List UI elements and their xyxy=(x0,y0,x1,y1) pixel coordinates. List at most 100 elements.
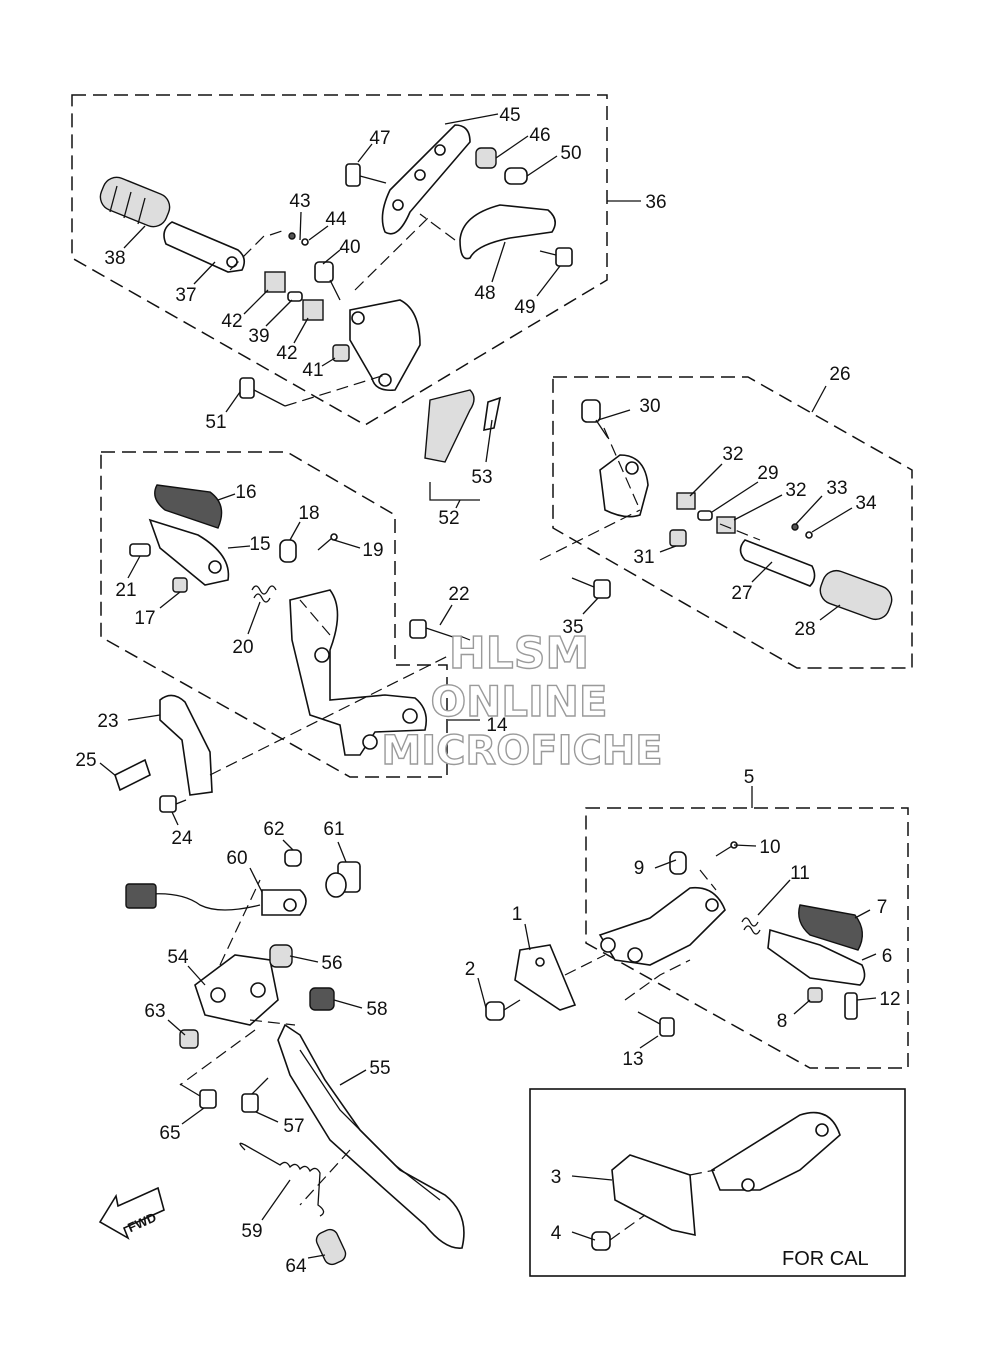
callout-8: 8 xyxy=(777,1011,788,1032)
callout-42: 42 xyxy=(276,343,297,364)
part-5-bracket xyxy=(598,886,726,966)
callout-44: 44 xyxy=(325,209,347,230)
part-32-plate xyxy=(676,492,736,534)
part-13-bolt xyxy=(637,1011,675,1037)
part-61-cover xyxy=(325,861,361,898)
callout-15: 15 xyxy=(249,534,270,555)
callout-28: 28 xyxy=(794,619,815,640)
holder-bracket xyxy=(349,299,421,392)
callout-20: 20 xyxy=(232,637,253,658)
part-11-spring xyxy=(741,917,761,935)
callout-6: 6 xyxy=(882,946,893,967)
callout-27: 27 xyxy=(731,583,752,604)
part-17-nut xyxy=(172,577,188,593)
callout-34: 34 xyxy=(855,493,877,514)
callout-36: 36 xyxy=(645,192,666,213)
part-57-bolt xyxy=(241,1077,269,1113)
callout-9: 9 xyxy=(634,858,645,879)
part-50-bolt xyxy=(504,167,528,185)
watermark-line-2: ONLINE xyxy=(430,677,607,726)
part-9-pin xyxy=(669,851,687,875)
callout-35: 35 xyxy=(562,617,583,638)
callout-57: 57 xyxy=(283,1116,304,1137)
part-60-switch xyxy=(125,883,307,916)
callout-38: 38 xyxy=(104,248,125,269)
leader-lines xyxy=(99,113,877,1259)
callout-32: 32 xyxy=(785,480,806,501)
callout-48: 48 xyxy=(474,283,495,304)
part-29-pin xyxy=(697,510,713,521)
part-41-nut xyxy=(332,344,350,362)
callout-52: 52 xyxy=(438,508,459,529)
fwd-arrow-icon: FWD xyxy=(98,1186,165,1240)
group-14-boundary xyxy=(100,451,448,778)
part-19-clip xyxy=(317,533,338,551)
group-36-boundary xyxy=(71,94,608,426)
callout-46: 46 xyxy=(529,125,550,146)
part-39-pin xyxy=(287,291,303,302)
part-12-bolt xyxy=(844,992,858,1020)
callout-10: 10 xyxy=(759,837,780,858)
callout-50: 50 xyxy=(560,143,581,164)
part-35-bolt xyxy=(571,577,611,599)
group-5-boundary xyxy=(585,807,909,1069)
callout-33: 33 xyxy=(826,478,847,499)
callout-25: 25 xyxy=(75,750,96,771)
part-53-label xyxy=(483,396,502,432)
watermark-line-1: HLSM xyxy=(449,628,589,679)
part-31-nut xyxy=(669,529,687,547)
part-58-nut xyxy=(309,987,335,1011)
cal-bracket xyxy=(711,1111,841,1192)
part-33-ball xyxy=(791,523,799,531)
part-10-clip xyxy=(715,841,738,857)
part-49-bolt xyxy=(539,247,573,267)
callout-7: 7 xyxy=(877,897,888,918)
part-2-bolt xyxy=(485,999,521,1021)
part-8-nut xyxy=(807,987,823,1003)
part-59-spring xyxy=(239,1142,325,1217)
part-14-bracket xyxy=(289,589,428,756)
callout-4: 4 xyxy=(551,1223,562,1244)
for-cal-label: FOR CAL xyxy=(782,1248,869,1270)
callout-17: 17 xyxy=(134,608,155,629)
part-38-grip xyxy=(99,176,171,228)
part-23-bracket xyxy=(159,694,213,796)
holder-right xyxy=(599,454,649,518)
callout-26: 26 xyxy=(829,364,850,385)
part-21-bolt xyxy=(129,543,151,557)
group-26-boundary xyxy=(552,376,913,669)
callout-16: 16 xyxy=(235,482,256,503)
part-24-bolt xyxy=(159,795,187,813)
callout-51: 51 xyxy=(205,412,226,433)
part-1-plate xyxy=(514,944,577,1011)
watermark-line-3: MICROFICHE xyxy=(381,728,662,774)
part-52-plate xyxy=(424,389,475,463)
part-20-spring xyxy=(251,585,277,603)
watermark: HLSM ONLINE MICROFICHE xyxy=(381,627,664,774)
callout-41: 41 xyxy=(302,360,323,381)
part-6-footrest xyxy=(767,928,866,986)
callout-14: 14 xyxy=(486,715,508,736)
part-22-bolt xyxy=(409,619,457,639)
callout-62: 62 xyxy=(263,819,284,840)
callout-60: 60 xyxy=(226,848,247,869)
part-28-grip xyxy=(819,569,893,621)
part-30-bolt xyxy=(581,399,609,439)
callout-45: 45 xyxy=(499,105,520,126)
part-44-spring xyxy=(301,238,309,246)
callout-12: 12 xyxy=(879,989,900,1010)
callout-31: 31 xyxy=(633,547,654,568)
part-64-pipe xyxy=(315,1228,347,1266)
callout-30: 30 xyxy=(639,396,660,417)
part-42-plate xyxy=(264,271,324,321)
for-cal-inset-box xyxy=(529,1088,906,1277)
callout-42: 42 xyxy=(221,311,242,332)
part-40-bolt xyxy=(314,261,341,301)
callout-19: 19 xyxy=(362,540,383,561)
callout-43: 43 xyxy=(289,191,310,212)
callout-54: 54 xyxy=(167,947,189,968)
part-48-guard xyxy=(459,204,556,260)
part-43-ball xyxy=(288,232,296,240)
